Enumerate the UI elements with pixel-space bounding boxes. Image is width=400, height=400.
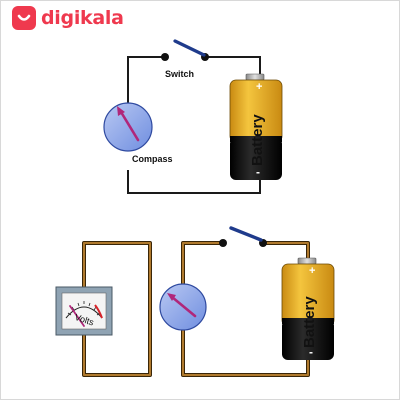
voltmeter-red-zone bbox=[94, 304, 103, 319]
switch-contact-left bbox=[161, 53, 169, 61]
bottom-compass-needle-tip bbox=[167, 293, 176, 301]
voltmeter-scale bbox=[65, 306, 103, 319]
top-circuit: Switch Compass + - Battery bbox=[103, 39, 283, 194]
compass-needle-tip bbox=[117, 106, 125, 116]
bottom-switch-lever[interactable] bbox=[229, 226, 263, 242]
bottom-compass bbox=[159, 283, 207, 331]
bottom-compass-needle bbox=[170, 295, 197, 318]
bottom-battery-cap bbox=[297, 257, 317, 265]
battery-seam bbox=[230, 136, 282, 142]
voltmeter-needle bbox=[69, 305, 85, 327]
bottom-battery-seam bbox=[282, 318, 334, 324]
switch-label: Switch bbox=[165, 69, 194, 79]
compass-needle bbox=[119, 110, 140, 142]
compass-label: Compass bbox=[132, 154, 173, 164]
logo-text: digikala bbox=[41, 7, 124, 29]
battery-black-body bbox=[230, 138, 282, 180]
bottom-main-wires bbox=[181, 241, 310, 377]
top-wire-lower-left bbox=[127, 170, 261, 194]
battery-minus-sign: - bbox=[256, 165, 260, 179]
bottom-battery-plus-sign: + bbox=[309, 265, 315, 277]
bottom-battery: + - Battery bbox=[281, 257, 335, 360]
digikala-logo: digikala bbox=[12, 6, 124, 30]
battery-plus-sign: + bbox=[256, 81, 262, 93]
top-compass bbox=[103, 102, 153, 152]
bottom-switch[interactable] bbox=[219, 226, 267, 247]
voltmeter-scale-ticks bbox=[67, 301, 101, 316]
top-battery: + - Battery bbox=[229, 73, 283, 180]
battery-cap bbox=[245, 73, 265, 81]
switch-lever[interactable] bbox=[173, 39, 206, 57]
top-switch[interactable] bbox=[161, 39, 209, 61]
bottom-battery-black-body bbox=[282, 320, 334, 360]
smile-bag-icon bbox=[12, 6, 36, 30]
compass-body bbox=[103, 102, 153, 152]
bottom-switch-contact-left bbox=[219, 239, 227, 247]
meter-loop-wire bbox=[82, 241, 152, 377]
bottom-battery-minus-sign: - bbox=[309, 345, 313, 359]
voltmeter: Volts bbox=[55, 286, 113, 336]
bottom-circuit: Volts bbox=[55, 226, 335, 377]
top-wire-upper-right bbox=[208, 56, 261, 78]
battery-label: Battery bbox=[249, 114, 266, 166]
bottom-battery-label: Battery bbox=[301, 296, 318, 348]
